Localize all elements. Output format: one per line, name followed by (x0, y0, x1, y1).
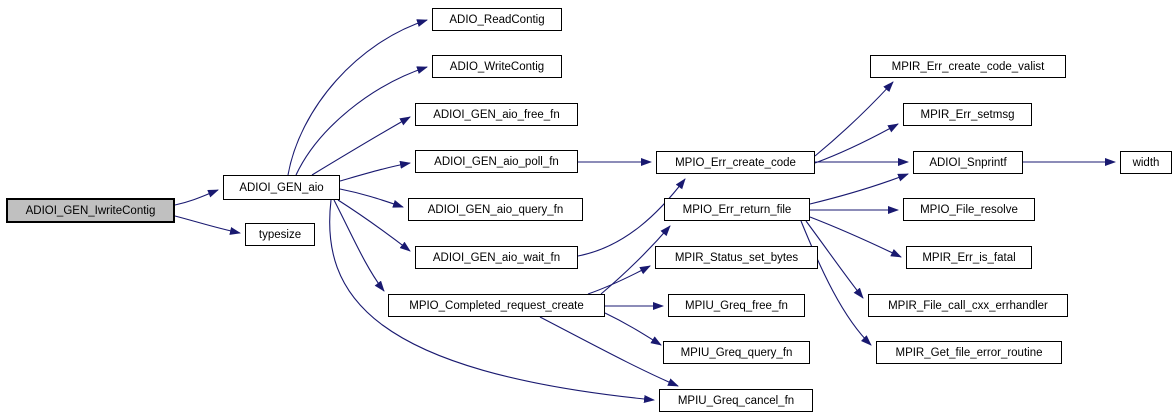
graph-node-label: ADIO_WriteContig (449, 60, 545, 73)
call-edge-gen-aio-to-completed-request-create (333, 199, 385, 292)
graph-node-label: ADIO_ReadContig (449, 13, 545, 26)
graph-node-adioi-snprintf[interactable]: ADIOI_Snprintf (913, 151, 1023, 174)
graph-node-file-call-cxx-errhandler[interactable]: MPIR_File_call_cxx_errhandler (868, 294, 1068, 317)
call-edge-gen-aio-to-aio-wait-fn (337, 199, 411, 252)
graph-node-aio-wait-fn[interactable]: ADIOI_GEN_aio_wait_fn (415, 246, 578, 269)
graph-node-label: MPIO_File_resolve (920, 203, 1018, 216)
graph-node-label: MPIR_Get_file_error_routine (895, 346, 1043, 359)
graph-node-greq-cancel-fn[interactable]: MPIU_Greq_cancel_fn (659, 389, 813, 412)
graph-node-get-file-error-routine[interactable]: MPIR_Get_file_error_routine (876, 341, 1062, 364)
call-edge-iwritecontig-to-typesize (174, 215, 241, 235)
graph-node-width[interactable]: width (1120, 151, 1172, 174)
call-edge-err-return-file-to-get-file-error-routine (800, 220, 872, 346)
graph-node-aio-free-fn[interactable]: ADIOI_GEN_aio_free_fn (415, 103, 578, 126)
graph-node-label: ADIOI_Snprintf (929, 156, 1007, 169)
call-edge-aio-wait-fn-to-err-create-code (577, 178, 686, 257)
call-edge-err-return-file-to-file-call-cxx-errhandler (805, 220, 864, 299)
graph-node-write-contig[interactable]: ADIO_WriteContig (432, 55, 562, 78)
call-edge-completed-request-create-to-greq-cancel-fn (539, 316, 679, 387)
graph-node-label: MPIR_Status_set_bytes (674, 251, 799, 264)
graph-node-label: MPIO_Err_create_code (675, 156, 796, 169)
graph-node-err-setmsg[interactable]: MPIR_Err_setmsg (903, 103, 1032, 126)
call-edge-err-return-file-to-err-is-fatal (809, 216, 902, 258)
call-edge-completed-request-create-to-status-set-bytes (587, 265, 651, 295)
graph-node-iwritecontig: ADIOI_GEN_IwriteContig (6, 198, 175, 223)
graph-node-greq-query-fn[interactable]: MPIU_Greq_query_fn (663, 341, 810, 364)
graph-node-err-is-fatal[interactable]: MPIR_Err_is_fatal (906, 246, 1032, 269)
graph-node-label: ADIOI_GEN_aio (239, 181, 324, 194)
graph-node-aio-poll-fn[interactable]: ADIOI_GEN_aio_poll_fn (415, 150, 578, 173)
graph-node-label: ADIOI_GEN_IwriteContig (25, 204, 156, 217)
graph-node-err-create-code[interactable]: MPIO_Err_create_code (656, 151, 815, 174)
graph-node-label: MPIO_Completed_request_create (409, 299, 584, 312)
graph-node-aio-query-fn[interactable]: ADIOI_GEN_aio_query_fn (408, 198, 583, 221)
graph-node-label: ADIOI_GEN_aio_wait_fn (432, 251, 561, 264)
call-edge-completed-request-create-to-greq-query-fn (604, 312, 662, 346)
graph-node-label: ADIOI_GEN_aio_poll_fn (434, 155, 559, 168)
graph-node-label: MPIO_Err_return_file (682, 203, 792, 216)
call-edge-gen-aio-to-write-contig (295, 66, 428, 176)
graph-node-label: width (1132, 156, 1160, 169)
call-edge-err-return-file-to-adioi-snprintf (809, 173, 909, 205)
call-edge-gen-aio-to-greq-cancel-fn (329, 199, 655, 403)
graph-node-read-contig[interactable]: ADIO_ReadContig (432, 8, 562, 31)
call-edge-completed-request-create-to-err-return-file (600, 225, 671, 295)
graph-node-label: typesize (258, 228, 302, 241)
call-edge-err-create-code-to-err-create-code-valist (814, 81, 894, 157)
call-edge-iwritecontig-to-gen-aio (174, 189, 219, 206)
graph-node-label: MPIR_Err_is_fatal (922, 251, 1016, 264)
graph-node-label: MPIU_Greq_free_fn (685, 299, 788, 312)
call-edge-gen-aio-to-aio-query-fn (339, 188, 404, 208)
graph-node-label: MPIR_Err_create_code_valist (891, 60, 1045, 73)
graph-node-status-set-bytes[interactable]: MPIR_Status_set_bytes (655, 246, 818, 269)
graph-node-label: MPIR_Err_setmsg (920, 108, 1015, 121)
graph-node-label: MPIR_File_call_cxx_errhandler (888, 299, 1048, 312)
call-edge-gen-aio-to-aio-poll-fn (339, 160, 411, 182)
graph-node-err-create-code-valist[interactable]: MPIR_Err_create_code_valist (870, 55, 1066, 78)
graph-node-greq-free-fn[interactable]: MPIU_Greq_free_fn (668, 294, 805, 317)
call-edge-gen-aio-to-read-contig (287, 19, 428, 176)
graph-node-label: ADIOI_GEN_aio_free_fn (433, 108, 560, 121)
graph-node-err-return-file[interactable]: MPIO_Err_return_file (664, 198, 810, 221)
graph-node-gen-aio[interactable]: ADIOI_GEN_aio (223, 175, 340, 200)
graph-node-completed-request-create[interactable]: MPIO_Completed_request_create (388, 294, 605, 317)
call-edge-err-create-code-to-err-setmsg (814, 123, 899, 164)
graph-node-label: ADIOI_GEN_aio_query_fn (427, 203, 564, 216)
call-edge-gen-aio-to-aio-free-fn (311, 116, 411, 176)
graph-node-file-resolve[interactable]: MPIO_File_resolve (903, 198, 1035, 221)
graph-node-label: MPIU_Greq_query_fn (680, 346, 793, 359)
graph-node-typesize[interactable]: typesize (245, 223, 315, 246)
graph-node-label: MPIU_Greq_cancel_fn (677, 394, 795, 407)
